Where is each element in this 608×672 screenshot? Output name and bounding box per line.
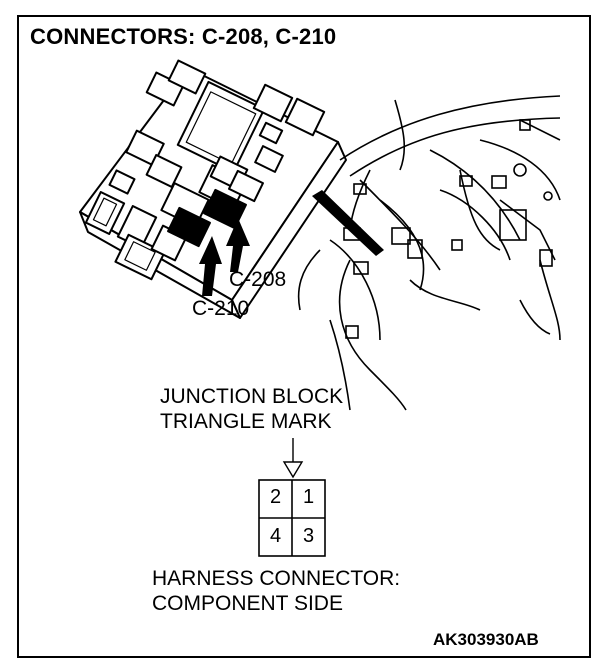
callout-c210: C-210 bbox=[192, 297, 250, 320]
diagram-frame bbox=[17, 15, 591, 658]
dashboard-illustration bbox=[297, 95, 561, 411]
arrow-c210 bbox=[199, 236, 222, 296]
junction-block-label: JUNCTION BLOCK TRIANGLE MARK bbox=[160, 384, 343, 434]
callout-arrows bbox=[199, 218, 250, 296]
harness-line1: HARNESS CONNECTOR: bbox=[152, 567, 401, 590]
callout-c208: C-208 bbox=[229, 268, 287, 291]
harness-line2: COMPONENT SIDE bbox=[152, 592, 343, 615]
pin-3: 3 bbox=[302, 525, 315, 547]
pin-1: 1 bbox=[302, 486, 315, 508]
connector-face bbox=[258, 479, 326, 557]
junction-block-line2: TRIANGLE MARK bbox=[160, 410, 332, 433]
junction-block-pointer bbox=[312, 190, 384, 256]
drawing-code: AK303930AB bbox=[433, 630, 539, 649]
diagram-title: CONNECTORS: C-208, C-210 bbox=[30, 24, 337, 49]
arrow-c208 bbox=[226, 218, 250, 272]
pin-4: 4 bbox=[269, 525, 282, 547]
pin-2: 2 bbox=[269, 486, 282, 508]
triangle-mark-pointer bbox=[282, 438, 304, 479]
junction-block-illustration bbox=[79, 59, 347, 319]
junction-block-line1: JUNCTION BLOCK bbox=[160, 385, 344, 408]
harness-connector-label: HARNESS CONNECTOR: COMPONENT SIDE bbox=[152, 566, 400, 616]
